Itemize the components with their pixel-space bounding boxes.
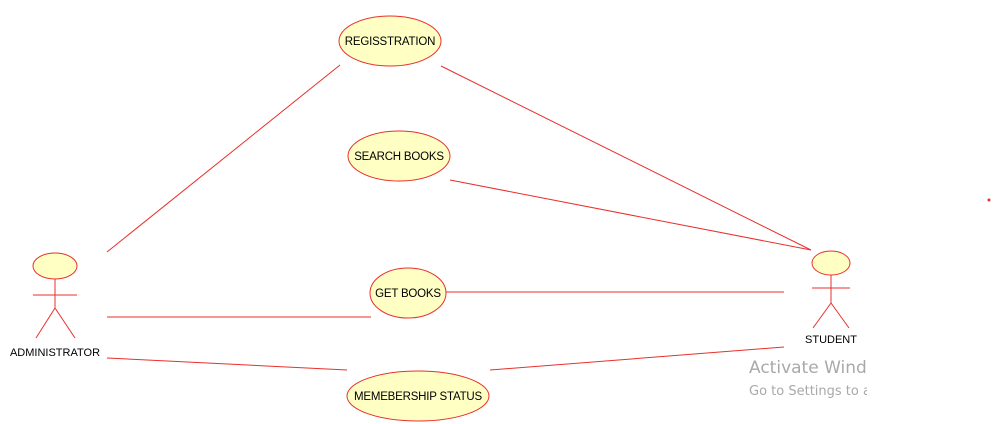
actor-administrator-head bbox=[32, 252, 78, 280]
assoc-admin-membership bbox=[106, 357, 348, 371]
usecase-membership-status-label: MEMEBERSHIP STATUS bbox=[354, 391, 483, 403]
usecase-registration[interactable]: REGISSTRATION bbox=[338, 15, 442, 67]
usecase-search-books[interactable]: SEARCH BOOKS bbox=[347, 130, 451, 182]
stray-dot bbox=[987, 198, 991, 202]
usecase-registration-label: REGISSTRATION bbox=[345, 36, 435, 48]
actor-administrator[interactable] bbox=[32, 252, 78, 339]
assoc-searchbooks-student bbox=[449, 179, 812, 251]
assoc-registration-student bbox=[440, 65, 812, 251]
actor-student-head bbox=[811, 250, 851, 276]
actor-student-label: STUDENT bbox=[805, 334, 857, 346]
actor-administrator-leg-left bbox=[35, 307, 56, 339]
activation-watermark-subtitle: Go to Settings to activate Windows. bbox=[749, 384, 867, 399]
assoc-admin-registration bbox=[106, 64, 341, 253]
usecase-get-books[interactable]: GET BOOKS bbox=[369, 267, 447, 319]
activation-watermark-title: Activate Windows bbox=[749, 358, 867, 378]
actor-administrator-label: ADMINISTRATOR bbox=[10, 347, 100, 359]
actor-student-leg-right bbox=[830, 302, 850, 329]
actor-student[interactable] bbox=[811, 250, 851, 329]
usecase-get-books-label: GET BOOKS bbox=[375, 288, 441, 300]
usecase-search-books-label: SEARCH BOOKS bbox=[354, 151, 444, 163]
usecase-membership-status[interactable]: MEMEBERSHIP STATUS bbox=[346, 370, 490, 422]
actor-administrator-leg-right bbox=[54, 307, 76, 339]
assoc-membership-student bbox=[489, 346, 785, 371]
actor-student-leg-left bbox=[812, 302, 832, 329]
